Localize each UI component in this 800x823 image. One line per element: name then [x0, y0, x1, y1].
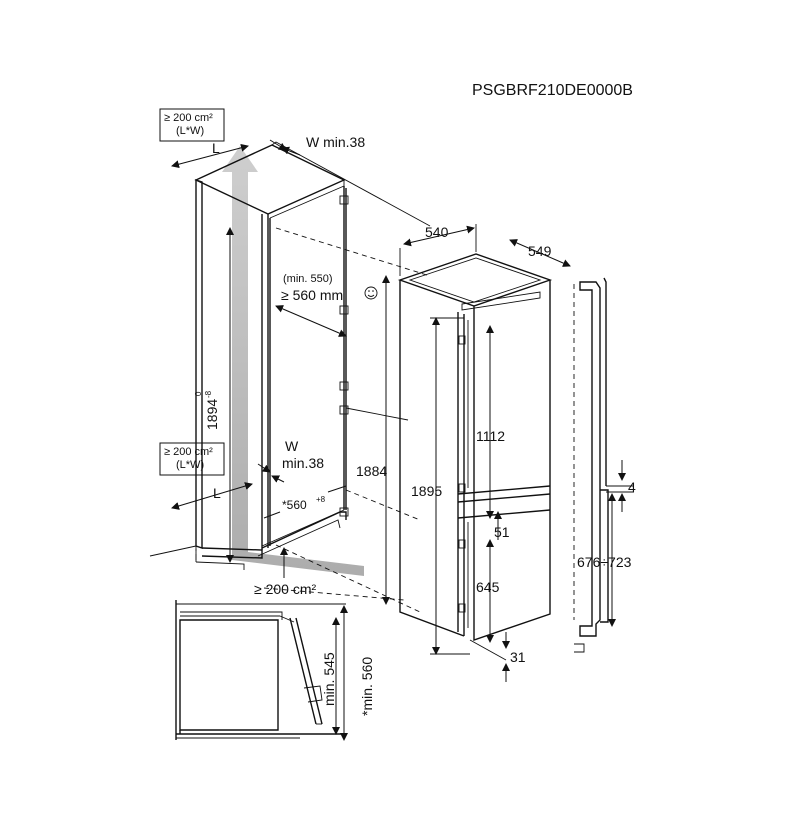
- svg-text:*560: *560: [282, 498, 307, 512]
- vent-top-w: W min.38: [306, 134, 365, 150]
- cabinet-section: [175, 600, 348, 741]
- smiley-icon: [364, 286, 378, 300]
- air-flow-arrow: [222, 146, 364, 576]
- door-height: 1884: [356, 463, 387, 479]
- niche-cabinet: [149, 141, 431, 613]
- vent-bottom-label: ≥ 200 cm² (L*W): [159, 442, 225, 476]
- appliance-width: 540: [425, 224, 449, 240]
- vent-bottom-w-min: min.38: [282, 455, 324, 471]
- vent-top-area: ≥ 200 cm²: [164, 112, 213, 124]
- upper-height: 1112: [476, 428, 505, 444]
- panel-gap: 4: [628, 479, 636, 495]
- svg-text:*min. 560: *min. 560: [359, 657, 375, 716]
- appliance-height: 1895: [411, 483, 442, 499]
- floor-vent: ≥ 200 cm²: [254, 581, 316, 597]
- vent-bottom-l: L: [213, 485, 221, 501]
- lower-height: 645: [476, 579, 500, 595]
- svg-text:-8: -8: [204, 390, 213, 398]
- depth-label: ≥ 560 mm: [281, 287, 343, 303]
- gap-height: 51: [494, 524, 510, 540]
- svg-text:1894: 1894: [204, 399, 220, 430]
- panel-range: 676÷723: [577, 554, 632, 570]
- vent-bottom-unit: (L*W): [176, 459, 204, 471]
- model-code: PSGBRF210DE0000B: [472, 82, 633, 99]
- appliance-depth: 549: [528, 243, 552, 259]
- niche-width: *560 +8: [282, 495, 326, 512]
- door-panel-side: [573, 277, 609, 653]
- svg-text:0: 0: [194, 391, 203, 396]
- foot-height: 31: [510, 649, 526, 665]
- vent-bottom-area: ≥ 200 cm²: [164, 446, 213, 458]
- vent-top-label: ≥ 200 cm² (L*W): [159, 108, 225, 142]
- svg-text:min. 545: min. 545: [321, 652, 337, 706]
- vent-bottom-w: W: [285, 438, 299, 454]
- niche-height: 1894 -8 0: [194, 390, 220, 430]
- section-min-a: min. 545: [321, 652, 337, 706]
- section-min-b: *min. 560: [359, 657, 375, 716]
- appliance-body: [397, 253, 553, 661]
- vent-top-unit: (L*W): [176, 125, 204, 137]
- svg-text:+8: +8: [316, 495, 326, 504]
- depth-min-paren: (min. 550): [283, 273, 333, 285]
